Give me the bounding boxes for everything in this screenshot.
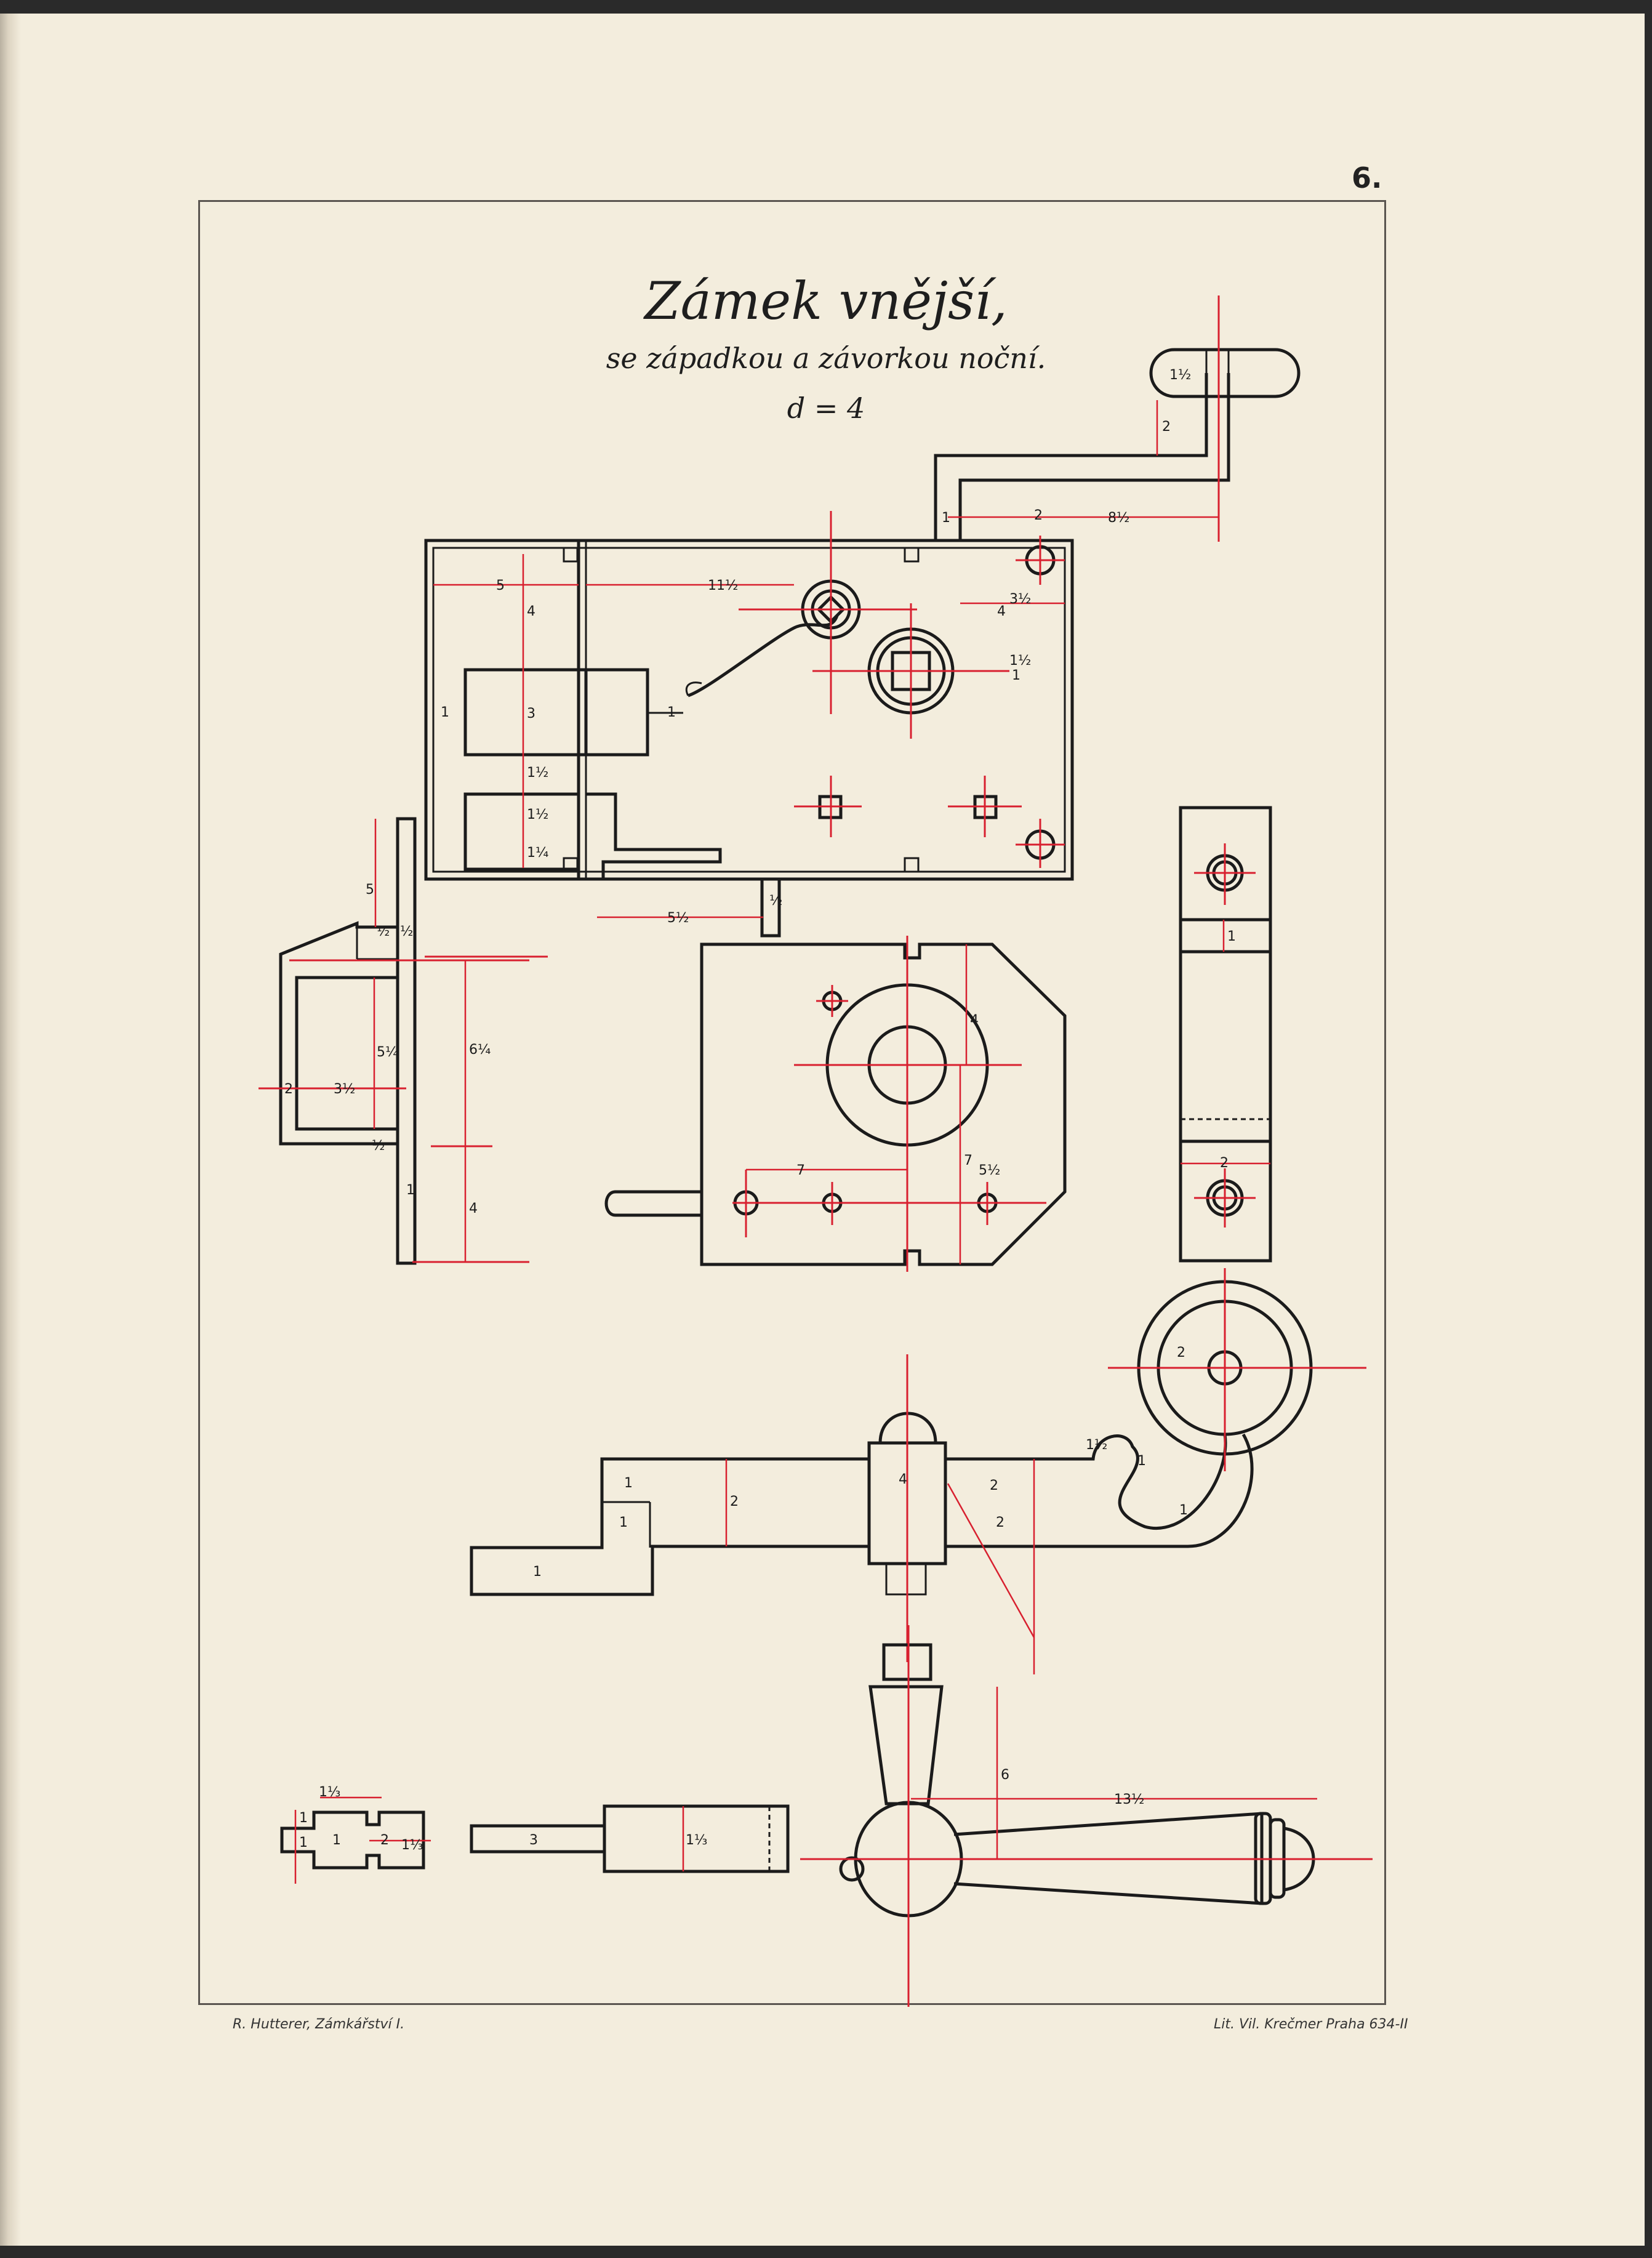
- dim-label: 7: [964, 1153, 972, 1168]
- dim-label: 2: [284, 1082, 293, 1097]
- dim-label: 5½: [667, 910, 689, 926]
- dim-label: 5¼: [377, 1045, 398, 1060]
- dim-label: 1⅓: [686, 1833, 707, 1848]
- dim-label: 2: [1162, 419, 1171, 435]
- dim-label: 2: [1220, 1155, 1229, 1171]
- cover-plate-view: [604, 936, 1067, 1272]
- dim-label: 5: [366, 882, 374, 898]
- dim-label: 1½: [1009, 653, 1031, 669]
- dim-label: 1: [299, 1810, 308, 1826]
- dim-label: 3: [527, 706, 535, 721]
- dim-label: 6: [1001, 1767, 1009, 1783]
- dim-label: ½: [372, 1138, 385, 1154]
- dim-label: 1: [624, 1476, 633, 1491]
- dim-label: 2: [1177, 1345, 1185, 1360]
- dim-label: ½: [377, 924, 390, 939]
- latch-lever-view: [470, 1268, 1366, 1674]
- scan-bottom-edge: [0, 2246, 1652, 2258]
- plate-scale: d = 4: [787, 392, 865, 425]
- dim-label: 1: [1012, 668, 1020, 683]
- dim-label: ½: [400, 924, 413, 939]
- dim-label: 3½: [334, 1082, 355, 1097]
- dim-label: 1: [1179, 1503, 1188, 1518]
- dim-label: 1: [406, 1183, 415, 1198]
- lock-body-view: [424, 295, 1301, 938]
- dim-label: 1½: [1086, 1437, 1107, 1453]
- dim-label: 11½: [708, 578, 738, 593]
- scan-top-edge: [0, 0, 1652, 14]
- striker-plate-view: [259, 817, 548, 1265]
- dim-label: 1½: [527, 807, 548, 822]
- dim-label: 1: [1227, 929, 1236, 944]
- dim-label: 2: [730, 1494, 739, 1509]
- dim-label: 4: [527, 604, 535, 619]
- dim-label: 1⅓: [319, 1785, 340, 1800]
- dim-label: 13½: [1114, 1792, 1144, 1807]
- dim-label: 1⅓: [401, 1838, 423, 1853]
- plate-frame: [198, 200, 1386, 2005]
- dim-label: 1: [1137, 1453, 1146, 1469]
- dim-label: 2: [1034, 508, 1043, 523]
- dim-label: 1½: [527, 765, 548, 781]
- dim-label: ½: [769, 893, 782, 909]
- dim-label: 1¼: [527, 845, 548, 861]
- dim-label: 1: [942, 510, 950, 526]
- dim-label: 1: [441, 705, 449, 720]
- plate-subtitle: se západkou a závorkou noční.: [606, 342, 1046, 375]
- dim-label: 2: [996, 1515, 1004, 1530]
- scan-right-edge: [1645, 0, 1652, 2258]
- dim-label: 4: [469, 1201, 478, 1216]
- dim-label: 4: [997, 604, 1006, 619]
- dim-label: 8½: [1108, 510, 1129, 526]
- dim-label: 4: [899, 1472, 907, 1487]
- dim-label: 3: [529, 1833, 538, 1848]
- dim-label: 7: [796, 1163, 805, 1178]
- handle-view: [800, 1625, 1373, 2007]
- plate-title: Zámek vnější,: [644, 271, 1008, 331]
- dim-label: 5½: [979, 1163, 1000, 1178]
- book-binding-shadow: [0, 0, 21, 2258]
- dimension-labels: 5 11½ 4 3 1½ 1½ 1¼ 1 1 4 3½ 1½ 1 ½ 5½ 2 …: [284, 368, 1236, 1853]
- small-parts-view: [280, 1796, 790, 1884]
- dim-label: 1: [332, 1833, 341, 1848]
- dim-label: 6¼: [469, 1042, 491, 1058]
- footer-printer: Lit. Vil. Krečmer Praha 634-II: [1214, 2017, 1408, 2032]
- keeper-bar-view: [1179, 806, 1272, 1263]
- dim-label: 1: [299, 1835, 308, 1850]
- dim-label: 2: [990, 1478, 998, 1493]
- dim-label: 4: [970, 1013, 979, 1028]
- dim-label: 1: [619, 1515, 628, 1530]
- dim-label: 1: [533, 1564, 542, 1580]
- dim-label: 5: [496, 578, 505, 593]
- dim-label: 3½: [1009, 592, 1031, 607]
- plate-number: 6.: [1352, 161, 1382, 195]
- dim-label: 1½: [1169, 368, 1191, 383]
- dim-label: 1: [667, 705, 676, 720]
- dim-label: 2: [380, 1833, 389, 1848]
- footer-author: R. Hutterer, Zámkářství I.: [233, 2017, 405, 2032]
